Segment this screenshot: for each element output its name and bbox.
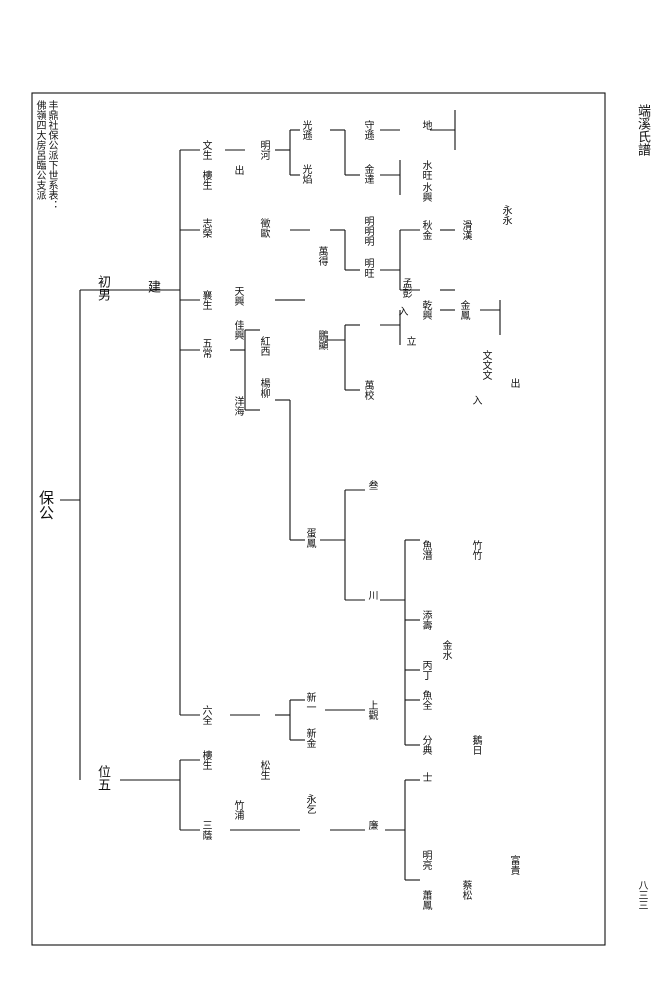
tree-note: 入 bbox=[396, 306, 407, 316]
tree-node-gen5: 光遜 bbox=[300, 120, 311, 140]
tree-node-gen6: 士 bbox=[420, 772, 431, 782]
tree-node-gen5: 萬校 bbox=[362, 380, 373, 400]
tree-node-gen6: 川 bbox=[366, 590, 377, 600]
tree-node-gen5: 鵬顯 bbox=[316, 330, 327, 350]
tree-node-gen6: 金鳳 bbox=[458, 300, 469, 320]
tree-node-gen3: 志榮 bbox=[200, 218, 211, 238]
tree-root: 保公 bbox=[37, 490, 55, 520]
tree-note: 出 bbox=[508, 378, 519, 388]
tree-note: 出 bbox=[232, 165, 243, 175]
tree-node-gen5: 廉 bbox=[366, 820, 377, 830]
tree-node-gen6: 丙丁 bbox=[420, 660, 431, 680]
tree-node-gen4: 明河 bbox=[258, 140, 269, 160]
tree-node-gen4: 徵歐 bbox=[258, 218, 269, 238]
tree-node-gen6: 金達 bbox=[362, 164, 373, 184]
tree-node-gen6: 魚潛 bbox=[420, 540, 431, 560]
tree-node-gen5: 蛋鳳 bbox=[304, 528, 315, 548]
page-number: 八三三 bbox=[636, 880, 647, 910]
tree-note: 立 bbox=[404, 336, 415, 346]
tree-node-gen6: 叁 bbox=[366, 480, 377, 490]
tree-node-gen4: 新金 bbox=[304, 728, 315, 748]
tree-node-gen5: 光焰 bbox=[300, 164, 311, 184]
tree-node-gen7: 竹竹 bbox=[470, 540, 481, 560]
tree-node-gen4: 紅西 bbox=[258, 336, 269, 356]
tree-node-gen7: 鵝日 bbox=[470, 735, 481, 755]
tree-node-gen7: 蔡松 bbox=[460, 880, 471, 900]
tree-node-gen3: 建 bbox=[145, 280, 160, 293]
tree-node-gen7: 富貴 bbox=[508, 855, 519, 875]
tree-node-gen4: 松生 bbox=[258, 760, 269, 780]
tree-node-gen5: 上觀 bbox=[366, 700, 377, 720]
tree-node-gen7: 文文文 bbox=[480, 350, 491, 380]
tree-node-gen4: 洋海 bbox=[232, 396, 243, 416]
tree-node-gen2: 初男 bbox=[95, 275, 110, 301]
tree-node-gen6: 分典 bbox=[420, 735, 431, 755]
tree-node-gen4: 佳興 bbox=[232, 320, 243, 340]
tree-node-gen3: 三蔭 bbox=[200, 820, 211, 840]
tree-node-gen3: 襄生 bbox=[200, 290, 211, 310]
tree-node-gen5: 明旺 bbox=[362, 258, 373, 278]
tree-node-gen3: 樓生 bbox=[200, 750, 211, 770]
tree-node-gen7: 金水 bbox=[440, 640, 451, 660]
tree-node-gen7: 水旺 bbox=[420, 160, 431, 180]
table-subtitle: 佛嶺四大房呂臨公支派 bbox=[34, 100, 45, 200]
tree-node-gen5: 孟彭 bbox=[400, 278, 411, 298]
table-title: 丰鼎社保公派下世系表： bbox=[46, 100, 57, 210]
table-frame bbox=[31, 92, 606, 946]
tree-node-gen7: 蕭鳳 bbox=[420, 890, 431, 910]
tree-node-gen3: 樓生 bbox=[200, 170, 211, 190]
tree-node-gen6: 明亮 bbox=[420, 850, 431, 870]
tree-node-gen4: 新一 bbox=[304, 692, 315, 712]
tree-node-gen6: 明明明 bbox=[362, 216, 373, 246]
tree-node-gen4: 天興 bbox=[232, 286, 243, 306]
tree-node-gen5: 萬得 bbox=[316, 246, 327, 266]
tree-node-gen6: 乾興 bbox=[420, 300, 431, 320]
tree-node-gen2: 位五 bbox=[95, 765, 110, 791]
tree-node-gen3: 六全 bbox=[200, 705, 211, 725]
tree-node-gen7: 永永 bbox=[500, 205, 511, 225]
tree-node-gen6: 添壽 bbox=[420, 610, 431, 630]
tree-node-gen3: 文生 bbox=[200, 140, 211, 160]
tree-note: 入 bbox=[470, 395, 481, 405]
tree-node-gen3: 竹浦 bbox=[232, 800, 243, 820]
tree-node-gen3: 楊柳 bbox=[258, 378, 269, 398]
tree-node-gen4: 永乞 bbox=[304, 794, 315, 814]
tree-node-gen7: 滑漢 bbox=[460, 220, 471, 240]
tree-node-gen6: 秋金 bbox=[420, 220, 431, 240]
tree-node-gen7: 地 bbox=[420, 120, 431, 130]
tree-node-gen6: 魚全 bbox=[420, 690, 431, 710]
tree-node-gen7: 水興 bbox=[420, 182, 431, 202]
tree-node-gen3: 五常 bbox=[200, 338, 211, 358]
tree-node-gen6: 守遜 bbox=[362, 120, 373, 140]
book-title: 端溪氏譜 bbox=[635, 104, 650, 156]
